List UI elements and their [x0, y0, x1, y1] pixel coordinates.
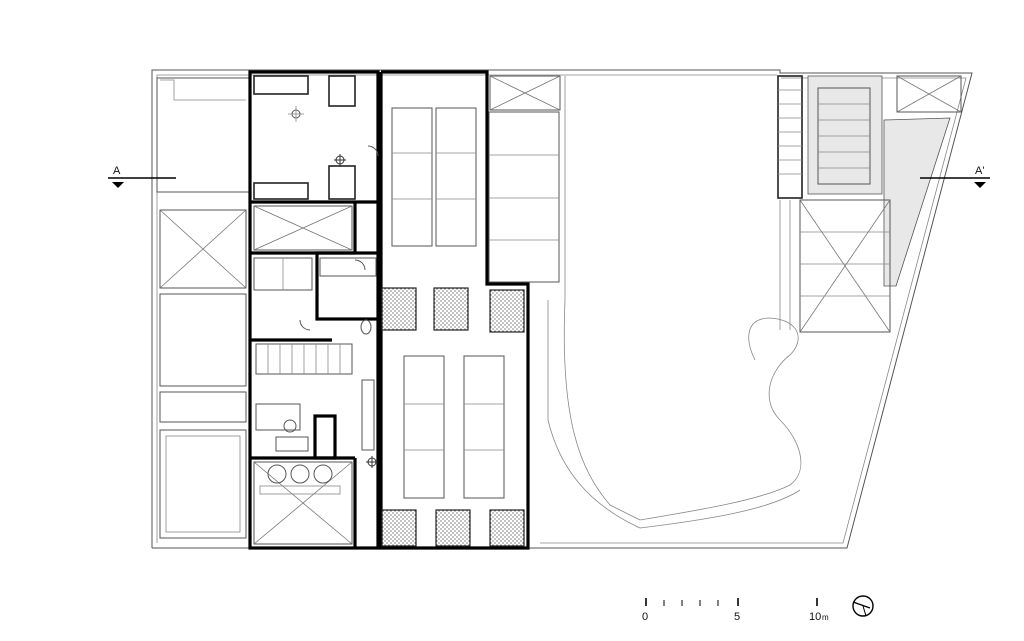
scale-bar: 0 5 10 m — [642, 598, 829, 623]
apartment-block — [248, 70, 382, 550]
tree-symbol-icon — [334, 154, 346, 166]
courtyard — [547, 76, 802, 529]
scale-unit: m — [822, 613, 829, 622]
section-arrow-icon — [974, 182, 986, 188]
tree-symbol-icon — [366, 456, 378, 468]
left-strip — [156, 77, 250, 539]
scale-label-0: 0 — [642, 611, 648, 623]
section-label-right: A' — [975, 165, 984, 177]
garden — [777, 75, 962, 333]
section-arrow-icon — [112, 182, 124, 188]
north-arrow-icon — [852, 595, 874, 617]
section-marker-right: A' — [920, 165, 990, 188]
section-marker-left: A — [108, 165, 176, 188]
parking-block — [379, 70, 561, 550]
scale-label-10: 10 — [809, 611, 821, 623]
section-label-left: A — [113, 165, 121, 177]
scale-label-5: 5 — [734, 611, 740, 623]
